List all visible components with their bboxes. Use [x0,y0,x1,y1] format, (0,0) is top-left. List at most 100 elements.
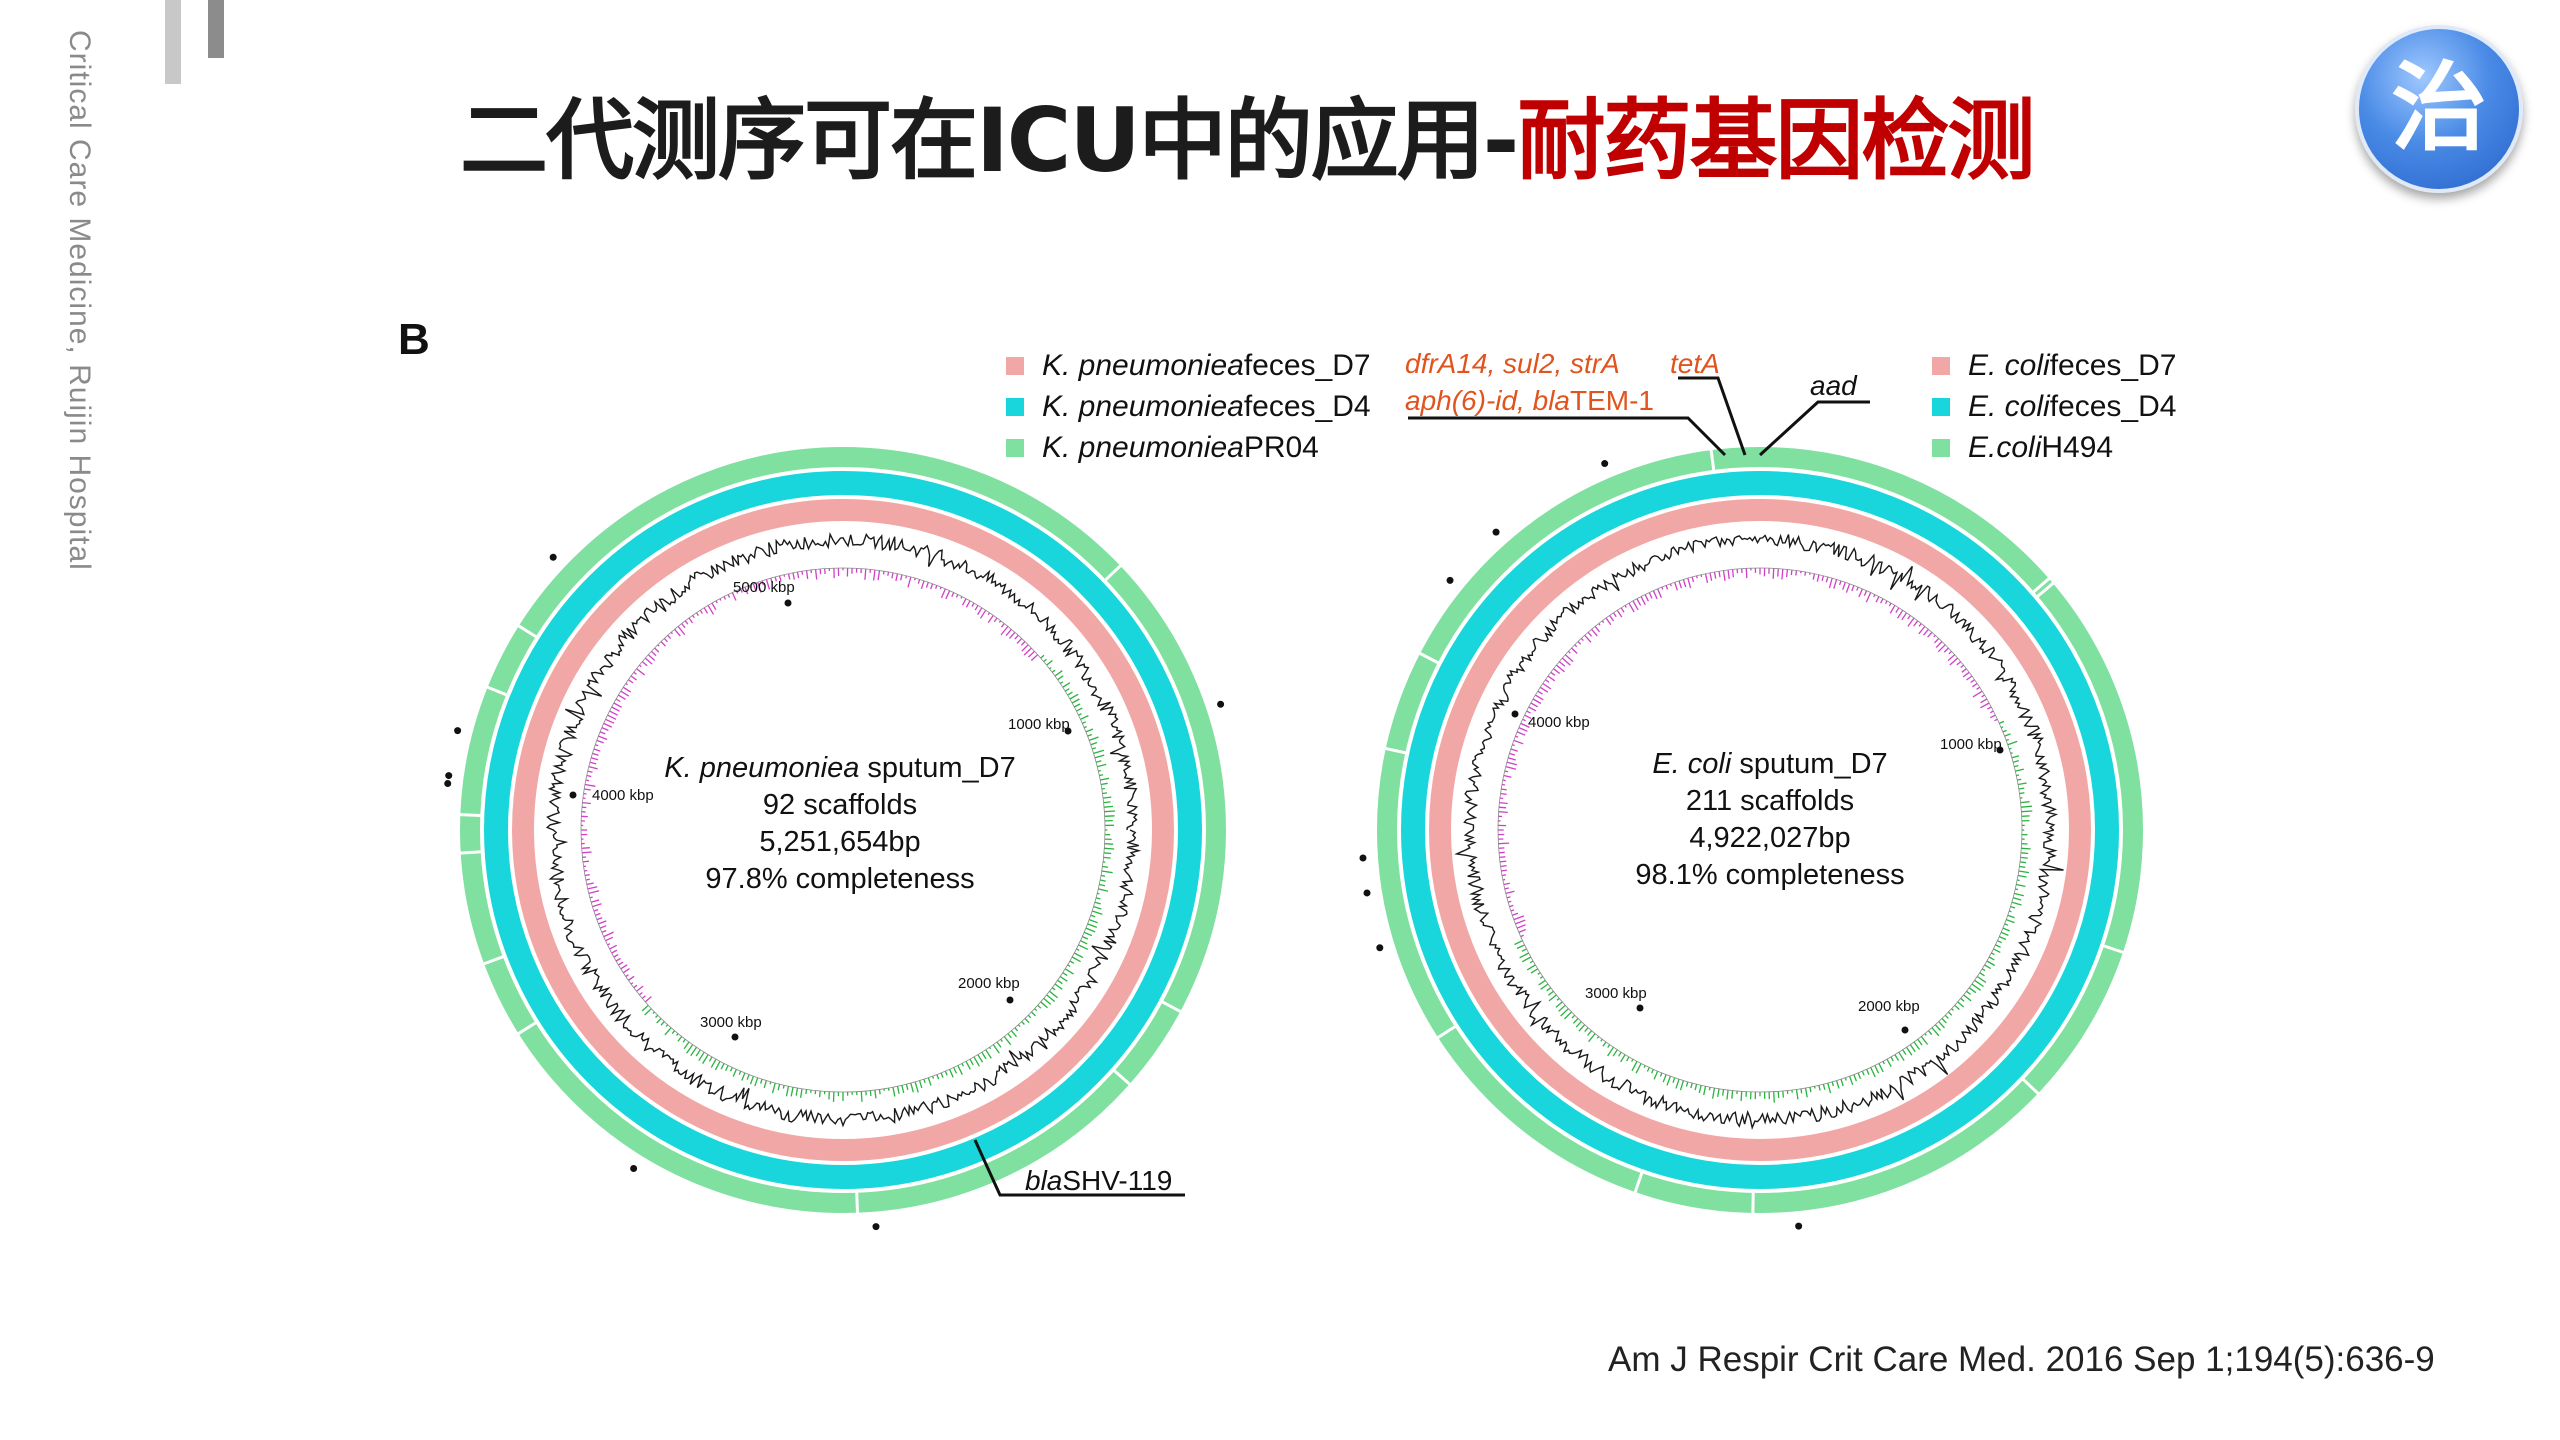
gc-skew-bar [1809,1087,1812,1093]
ring-gap [2102,944,2125,955]
marker-dot [444,780,452,788]
marker-dot [1795,1222,1803,1230]
gc-skew-bar [660,641,666,647]
gc-skew-bar [778,575,782,582]
gc-skew-bar [1574,644,1578,648]
gc-skew-bar [1501,783,1506,786]
gc-skew-bar [763,1080,768,1088]
sidebar-hospital-text: Critical Care Medicine, Ruijin Hospital [63,30,96,571]
gc-skew-bar [1546,987,1552,992]
gc-skew-bar [698,1051,705,1062]
gc-skew-bar [1889,605,1896,614]
gc-skew-bar [1835,1080,1840,1089]
right-species: E. coli sputum_D7 [1652,748,1888,780]
gc-skew-bar [592,752,599,756]
left-genome-summary: K. pneumoniea sputum_D7 92 scaffolds 5,2… [600,750,1080,898]
title-highlight: 耐药基因检测 [1517,89,2035,192]
gc-skew-bar [1842,582,1846,590]
gc-skew-bar [620,964,628,970]
gc-skew-bar [1538,979,1546,986]
gc-skew-bar [1612,612,1617,618]
gc-skew-bar [1865,592,1872,603]
ring-gap [517,624,538,639]
gc-skew-bar [1071,956,1081,963]
gc-skew-bar [1651,1069,1654,1074]
gc-skew-bar [1700,574,1703,578]
gc-skew-bar [1526,710,1531,714]
gc-skew-bar [588,765,598,770]
gc-skew-bar [1547,990,1554,996]
gc-skew-bar [677,1036,683,1042]
gc-skew-bar [818,1090,821,1098]
gc-skew-bar [1607,1044,1611,1048]
gc-skew-bar [931,1075,935,1079]
gc-skew-bar [1506,896,1511,899]
gc-skew-bar [1082,721,1086,724]
gc-skew-bar [1069,960,1075,964]
gc-skew-bar [785,1086,790,1097]
gc-skew-bar [887,1087,890,1091]
right-genome-summary: E. coli sputum_D7 211 scaffolds 4,922,02… [1530,746,2010,894]
gc-skew-bar [949,1069,954,1078]
gc-skew-bar [1529,960,1534,964]
gc-skew-bar [1518,928,1526,933]
gc-skew-bar [765,579,771,590]
gc-skew-bar [1907,615,1911,620]
gc-skew-bar [650,650,657,657]
gc-skew-bar [1962,671,1970,678]
left-tick-2000: 2000 kbp [958,975,1020,992]
gc-skew-bar [1600,1038,1603,1042]
gc-skew-bar [1575,1021,1582,1028]
gc-skew-bar [711,602,717,611]
gc-skew-bar [1954,1004,1960,1010]
gc-skew-bar [595,744,599,747]
gc-skew-bar [1949,657,1959,666]
gc-skew-bar [882,571,885,575]
gc-skew-bar [1514,940,1523,946]
gc-skew-bar [887,571,890,576]
gc-skew-bar [720,1063,725,1070]
gc-skew-bar [1502,878,1506,881]
gc-skew-bar [1722,1089,1725,1096]
left-tick-1000: 1000 kbp [1008,716,1070,733]
gc-skew-bar [993,617,998,623]
gc-skew-bar [1498,806,1507,809]
left-genome-map [444,447,1226,1231]
gc-skew-bar [1948,650,1953,655]
gc-skew-bar [985,1049,992,1059]
gc-skew-bar [1000,623,1005,628]
ring-reference [460,447,1226,1213]
gc-skew-bar [1938,1021,1945,1029]
gc-skew-bar [613,702,623,708]
tem1-pointer-line [1408,416,1727,457]
gc-skew-bar [2019,865,2026,868]
gc-skew-bar [2002,729,2007,733]
gc-skew-bar [596,917,603,921]
gc-skew-bar [1890,1056,1894,1062]
gc-skew-bar [1024,1018,1030,1024]
gc-skew-bar [1510,909,1515,912]
gc-skew-bar [1556,997,1560,1001]
ring-gap [1633,1171,1644,1194]
gc-skew-bar [1644,594,1649,602]
gc-skew-bar [1547,675,1556,682]
gc-skew-bar [625,682,628,686]
treatment-badge-icon: 治 [2355,25,2523,193]
gc-skew-bar [901,1085,905,1094]
gc-skew-bar [1875,596,1880,603]
gc-skew-bar [1059,975,1068,982]
gc-skew-bar [1851,585,1855,592]
gc-skew-bar [2011,901,2022,906]
marker-dot [630,1164,638,1172]
gc-skew-bar [1708,1087,1711,1091]
gc-skew-bar [1083,725,1087,729]
gc-skew-bar [977,607,983,615]
gc-skew-bar [2009,910,2012,913]
gc-skew-bar [1990,710,1994,714]
gc-skew-bar [1674,582,1679,591]
gc-skew-bar [699,609,703,614]
gc-skew-bar [714,1060,721,1071]
gc-skew-bar [957,1065,963,1075]
gc-skew-bar [1507,757,1516,761]
